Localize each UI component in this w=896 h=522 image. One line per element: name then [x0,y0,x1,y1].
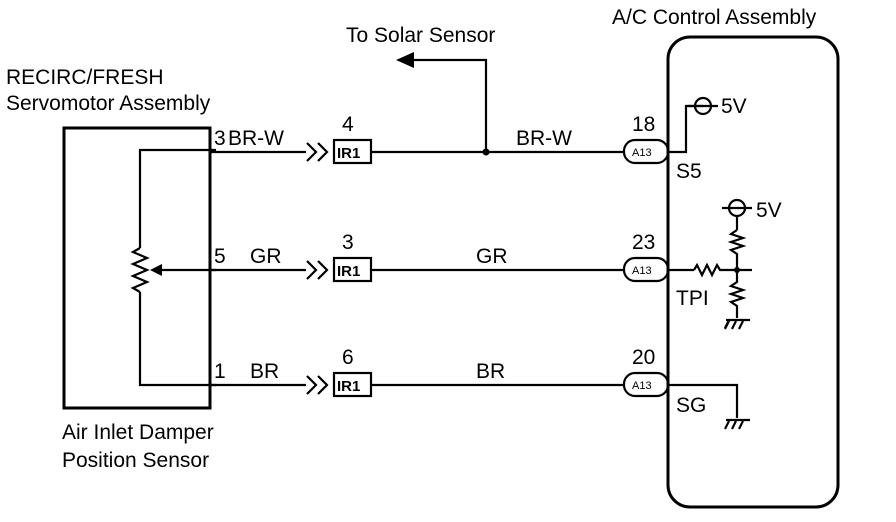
tpi-pullup-resistor [727,229,747,270]
solar-sensor-label: To Solar Sensor [346,24,495,47]
wire1-connector-arrow-2 [317,142,329,162]
wire2-color: GR [476,245,508,268]
wire1-connector-label: IR1 [337,145,360,162]
wire2-servo-pin: 5 [214,245,226,268]
ecu-connector-20-label: A13 [632,380,652,392]
sensor-label-line2: Position Sensor [62,449,209,472]
sg-wire [668,383,739,418]
ecu-pin-23: 23 [632,231,655,254]
solar-sensor-arrowhead [396,52,414,68]
wire2-connector-arrow-2 [317,260,329,280]
ecu-pin-18: 18 [632,113,655,136]
sg-terminal-label: SG [676,394,706,417]
sg-ground-hatch-1 [724,420,730,430]
sensor-internal-top [138,148,216,248]
tpi-supply-label: 5V [756,199,782,222]
servo-label-line1: RECIRC/FRESH [6,66,164,89]
wire3-connector-arrow-2 [317,375,329,395]
wire3-servo-color: BR [250,360,279,383]
tpi-resistor-series [693,262,752,278]
wire3-conn-pin: 6 [342,346,354,369]
wire3-color: BR [476,360,505,383]
sensor-internal-bottom [138,292,216,387]
servo-label-line2: Servomotor Assembly [6,92,211,115]
wire2-servo-color: GR [250,245,282,268]
ecu-connector-18-label: A13 [632,147,652,159]
wire1-servo-color: BR-W [228,127,284,150]
wiper-arrowhead [150,264,162,276]
ecu-connector-23-label: A13 [632,265,652,277]
s5-supply-label: 5V [721,95,747,118]
wire2-conn-pin: 3 [342,231,354,254]
ecu-pin-20: 20 [632,346,655,369]
wire1-conn-pin: 4 [342,113,354,136]
tpi-pulldown-resistor [727,270,747,318]
s5-terminal-label: S5 [676,160,702,183]
tpi-supply-symbol [727,198,747,218]
wire3-connector-arrow-1 [306,375,318,395]
servomotor-box [62,126,212,410]
solar-sensor-branch [412,58,488,152]
wire2-connector-arrow-1 [306,260,318,280]
wire1-connector-arrow-1 [306,142,318,162]
tpi-ground-hatch-1 [724,320,730,330]
potentiometer-resistor [130,247,150,293]
s5-supply-symbol [693,96,713,116]
ac-control-box [666,35,840,509]
tpi-ground-hatch-2 [731,320,737,330]
tpi-ground-hatch-3 [738,320,744,330]
tpi-terminal-label: TPI [676,287,709,310]
wire2-connector-label: IR1 [337,263,360,280]
wire3-servo-pin: 1 [214,360,226,383]
wire1-color: BR-W [516,127,572,150]
sensor-label-line1: Air Inlet Damper [62,421,214,444]
ac-control-label: A/C Control Assembly [612,6,817,29]
sg-ground-hatch-2 [731,420,737,430]
wire3-connector-label: IR1 [337,378,360,395]
wire1-servo-pin: 3 [214,127,226,150]
sg-ground-hatch-3 [738,420,744,430]
